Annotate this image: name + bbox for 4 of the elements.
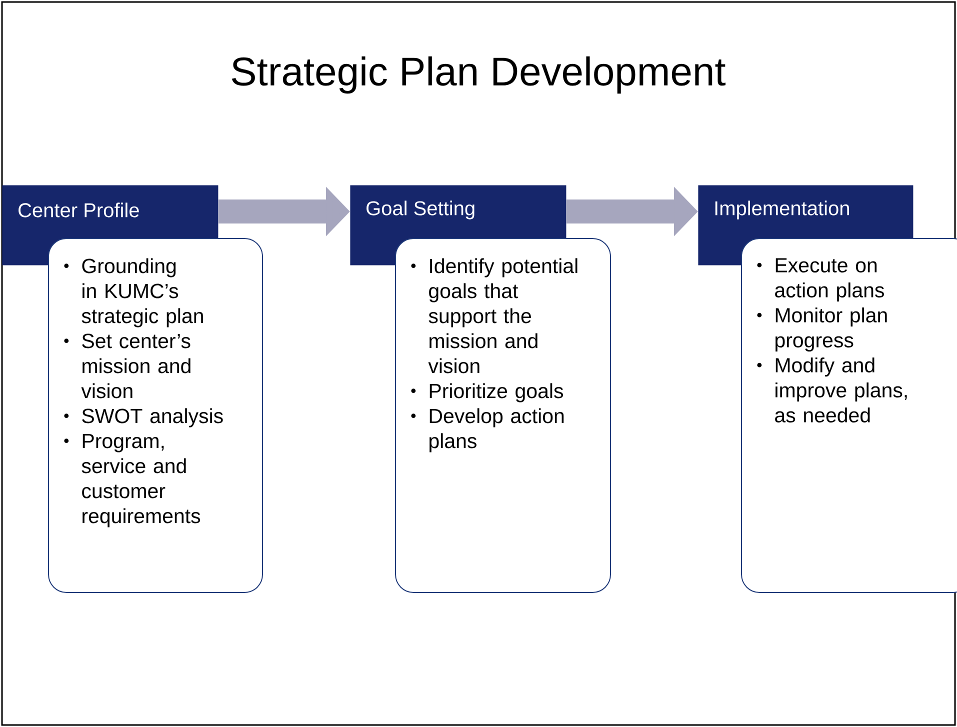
text-card: Execute on action plans Monitor plan progress Modify and improve plans, as needed: [741, 238, 957, 593]
text-card: Grounding in KUMC’s strategic plan Set center’s mission and vision SWOT analysis Program, service and customer requirements: [48, 238, 263, 593]
title: Strategic Plan Development: [232, 56, 726, 94]
text-card: Identify potential goals that support the mission and vision Prioritize goals Develop action plans: [395, 238, 611, 593]
